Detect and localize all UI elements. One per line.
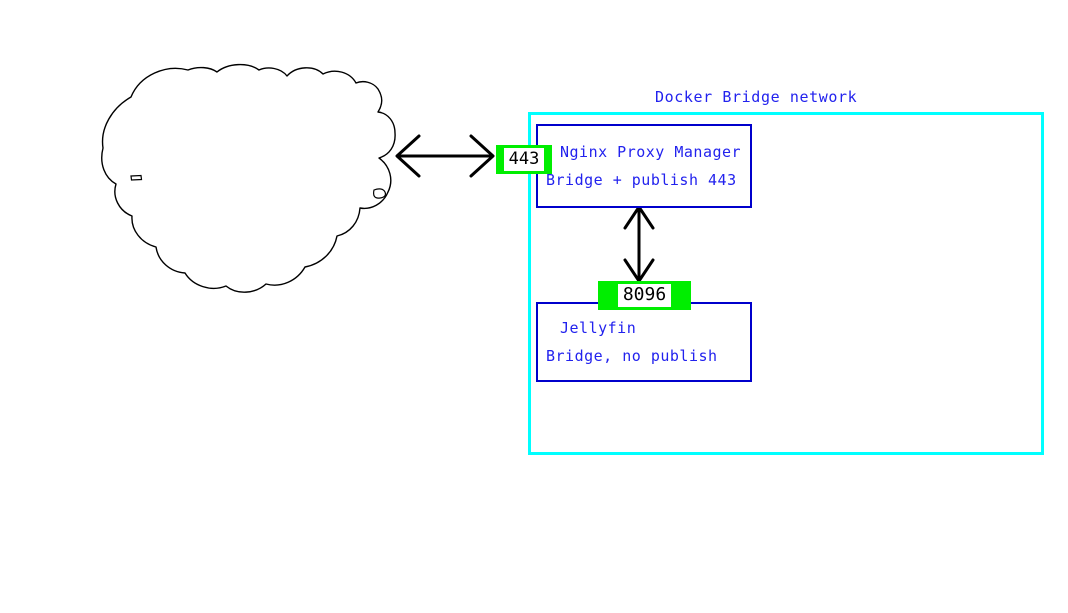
docker-bridge-network-container[interactable]: [528, 112, 1044, 455]
internet-cloud[interactable]: [101, 63, 396, 293]
cloud-notch-right: [373, 188, 387, 199]
service-name-jellyfin: Jellyfin: [560, 319, 637, 337]
arrowhead-left: [395, 134, 421, 178]
service-mode-jellyfin: Bridge, no publish: [546, 347, 718, 365]
service-box-nginx-proxy-manager[interactable]: Nginx Proxy Manager Bridge + publish 443: [536, 124, 752, 208]
cloud-notch-left: [130, 174, 143, 181]
docker-bridge-network-label: Docker Bridge network: [655, 88, 858, 106]
port-badge-443-value: 443: [503, 148, 545, 171]
service-box-jellyfin[interactable]: Jellyfin Bridge, no publish: [536, 302, 752, 382]
arrowhead-right: [469, 134, 495, 178]
port-badge-8096[interactable]: 8096: [598, 281, 691, 310]
cloud-outline: [101, 63, 396, 293]
port-badge-8096-value: 8096: [617, 284, 672, 307]
service-name-nginx-proxy-manager: Nginx Proxy Manager: [560, 143, 742, 161]
connector-cloud-to-npm[interactable]: [395, 134, 495, 178]
service-mode-nginx-proxy-manager: Bridge + publish 443: [546, 171, 737, 189]
port-badge-443[interactable]: 443: [496, 145, 552, 174]
